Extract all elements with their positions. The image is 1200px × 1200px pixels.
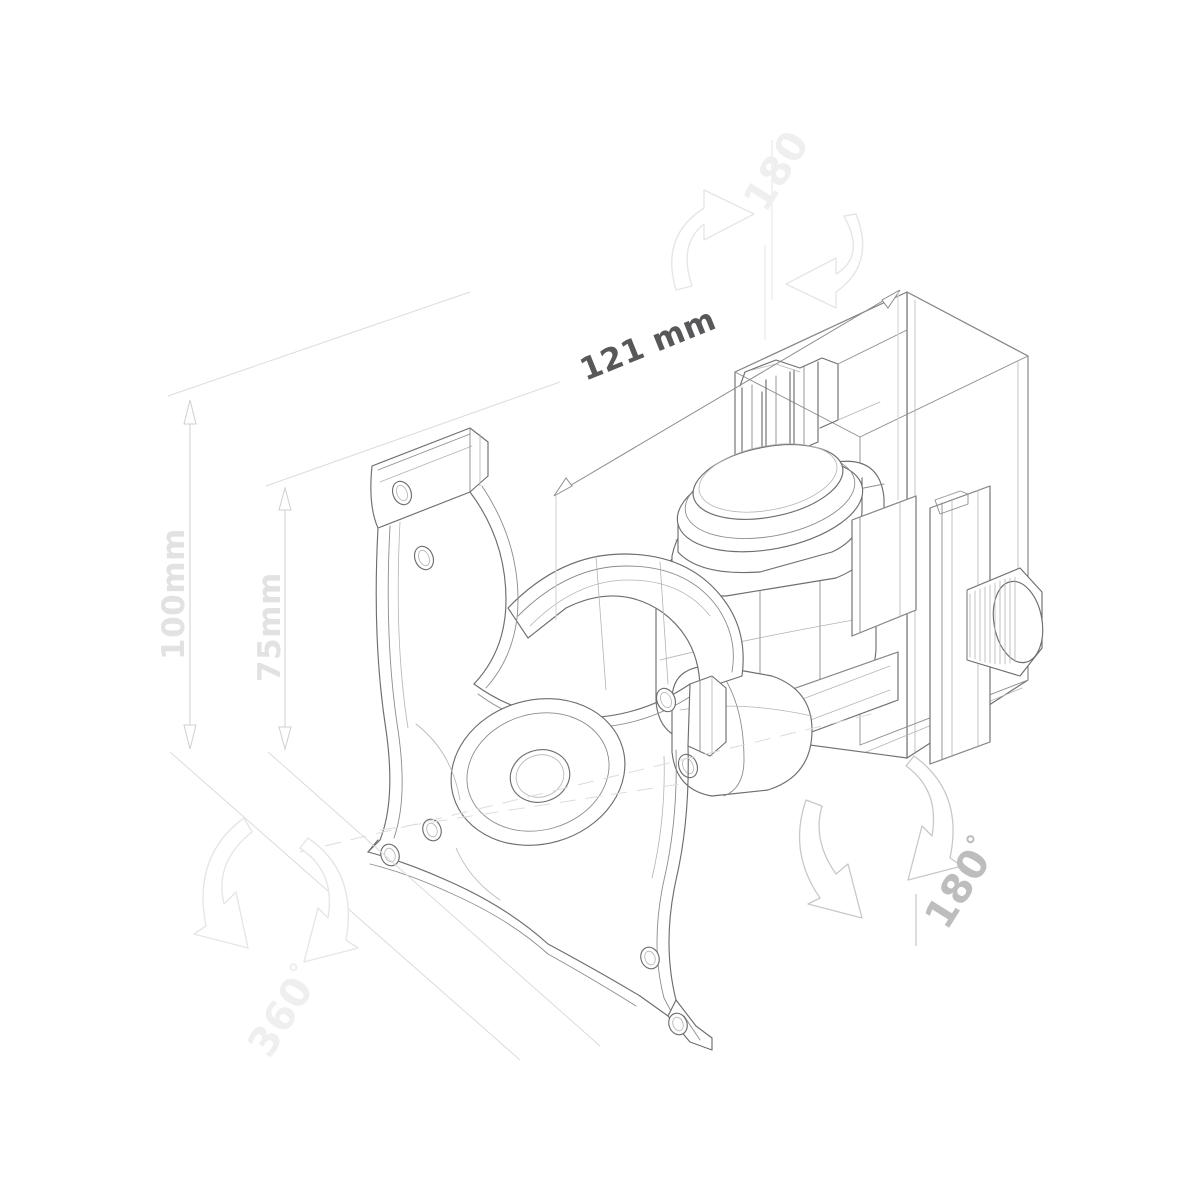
rotation-arrow-right-180 xyxy=(798,755,963,946)
dimension-75mm xyxy=(265,381,601,1047)
center-reference-line xyxy=(299,711,881,853)
dimension-121mm xyxy=(553,289,901,620)
arm-link xyxy=(507,553,744,691)
dimension-label-100mm: 100mm xyxy=(156,528,192,660)
vesa-plate xyxy=(367,427,727,1051)
rotation-arrow-left-360 xyxy=(193,817,359,963)
pivot-joint xyxy=(655,443,917,797)
adjust-knob[interactable] xyxy=(966,567,1049,677)
dimension-label-75mm: 75mm xyxy=(252,572,288,682)
rotation-arrow-top-180 xyxy=(671,140,864,340)
